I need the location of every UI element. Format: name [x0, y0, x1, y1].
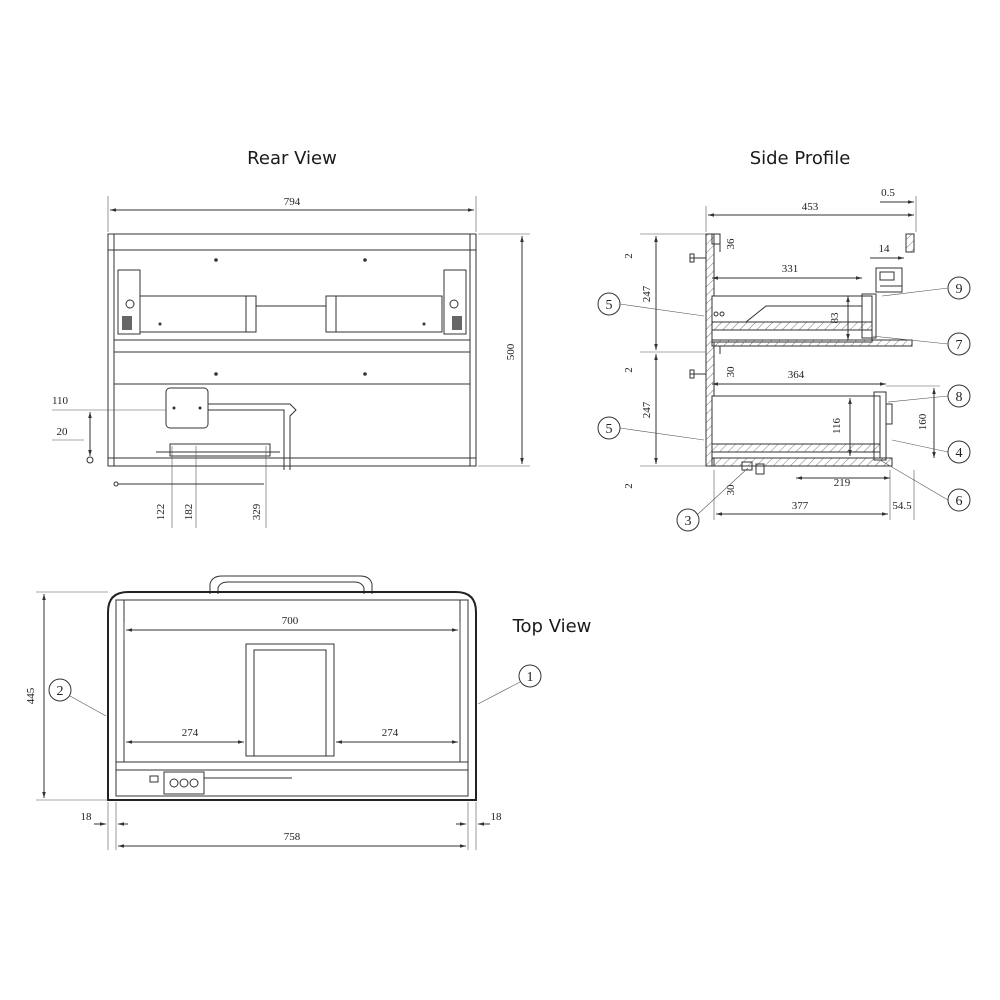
top-outer-width: 758 — [284, 831, 301, 843]
rear-dim-182: 182 — [183, 504, 195, 521]
rear-view-title: Rear View — [247, 148, 337, 169]
callout-circle — [597, 292, 621, 316]
side-dim-30-bottom: 30 — [725, 484, 737, 496]
side-dim-247-b: 247 — [641, 401, 653, 418]
side-depth-label: 453 — [802, 201, 819, 213]
callout-8: 8 — [956, 390, 963, 405]
rear-dim-110: 110 — [52, 395, 69, 407]
side-dim-36: 36 — [725, 238, 737, 250]
top-side-left: 18 — [81, 811, 93, 823]
side-dim-377: 377 — [792, 500, 809, 512]
side-dim-364: 364 — [788, 369, 805, 381]
side-dim-14: 14 — [879, 243, 891, 255]
rear-width-label: 794 — [284, 196, 301, 208]
side-dim-2-b: 2 — [623, 367, 635, 373]
side-dim-331: 331 — [782, 263, 799, 275]
rear-dim-122: 122 — [155, 504, 167, 521]
side-profile-title: Side Profile — [750, 148, 851, 169]
side-dim-30-top: 30 — [725, 366, 737, 378]
callout-7: 7 — [956, 338, 963, 353]
callout-5-upper: 5 — [606, 298, 613, 313]
side-dim-219: 219 — [834, 477, 851, 489]
top-inner-width: 700 — [282, 615, 299, 627]
top-view-title: Top View — [512, 616, 592, 637]
top-right-inner: 274 — [382, 727, 399, 739]
side-dim-2-c: 2 — [623, 483, 635, 489]
rear-dim-329: 329 — [251, 503, 263, 520]
top-side-right: 18 — [491, 811, 503, 823]
callout-9: 9 — [956, 282, 963, 297]
rear-view: 794 — [52, 196, 530, 528]
top-view: 700 274 274 445 18 18 758 — [25, 575, 542, 850]
callout-4: 4 — [956, 446, 963, 461]
top-depth-label: 445 — [25, 687, 37, 704]
side-dim-116: 116 — [831, 417, 843, 434]
side-dim-83: 83 — [829, 312, 841, 324]
side-profile: 453 0.5 36 14 331 83 — [597, 187, 971, 532]
callout-1: 1 — [527, 670, 534, 685]
callout-6: 6 — [956, 494, 963, 509]
callout-3: 3 — [685, 514, 692, 529]
side-gap-label: 0.5 — [881, 187, 895, 199]
rear-dim-20: 20 — [57, 426, 69, 438]
rear-height-label: 500 — [505, 343, 517, 360]
side-dim-160: 160 — [917, 413, 929, 430]
callout-5-lower: 5 — [606, 422, 613, 437]
side-dim-54-5: 54.5 — [892, 500, 912, 512]
callout-2: 2 — [57, 684, 64, 699]
top-left-inner: 274 — [182, 727, 199, 739]
side-dim-2-a: 2 — [623, 253, 635, 259]
side-dim-247-a: 247 — [641, 285, 653, 302]
